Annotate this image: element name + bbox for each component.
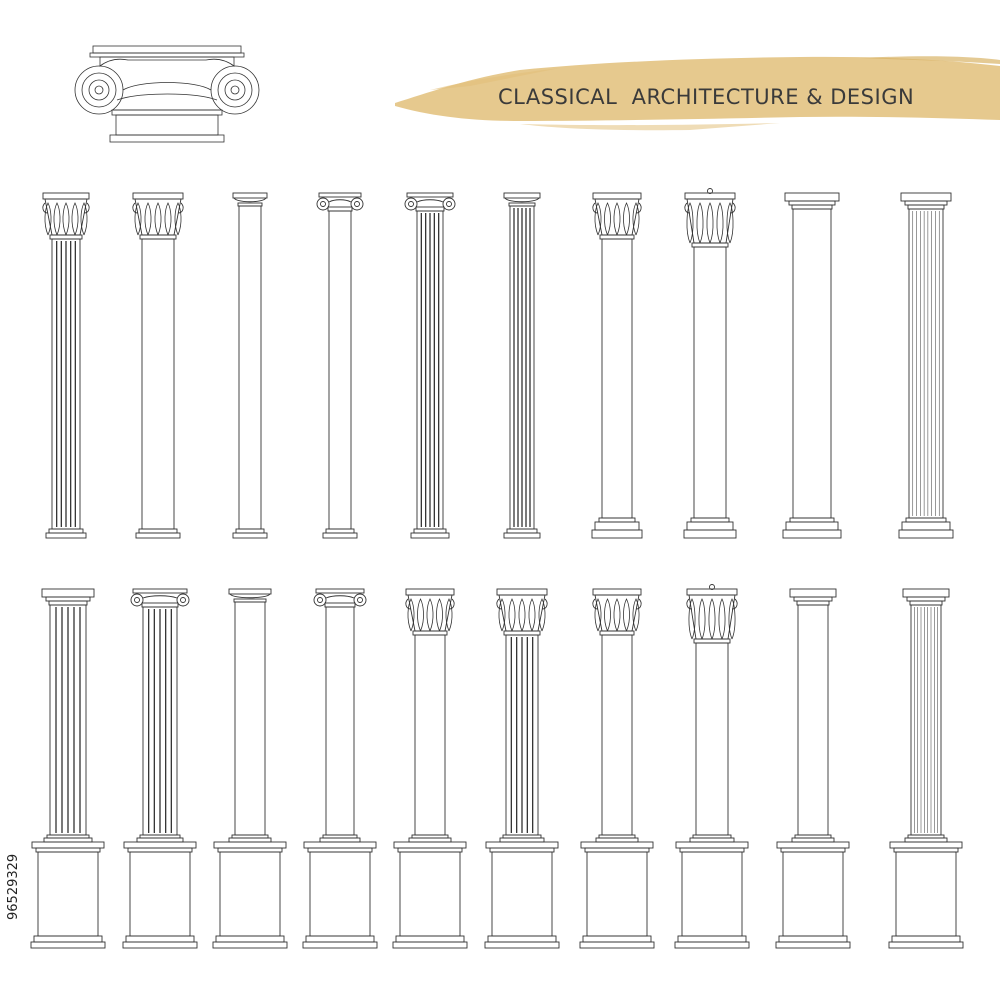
top-row-column-1 bbox=[42, 192, 90, 539]
top-row-column-9 bbox=[782, 192, 842, 539]
banner-brush bbox=[395, 56, 1000, 131]
top-row-column-2 bbox=[132, 192, 184, 539]
top-row-column-3 bbox=[232, 192, 268, 539]
ionic-capital-detail bbox=[74, 45, 260, 143]
bottom-row-column-1 bbox=[30, 588, 106, 949]
bottom-row-column-3 bbox=[212, 588, 288, 949]
top-row-column-5 bbox=[404, 192, 456, 539]
bottom-row-column-6 bbox=[484, 588, 560, 949]
top-row-column-6 bbox=[503, 192, 541, 539]
top-row-column-10 bbox=[898, 192, 954, 539]
top-row-column-4 bbox=[316, 192, 364, 539]
bottom-row-column-8 bbox=[674, 584, 750, 949]
bottom-row-column-10 bbox=[888, 588, 964, 949]
top-row-column-8 bbox=[683, 188, 737, 539]
stock-id: 96529329 bbox=[6, 853, 21, 920]
bottom-row-column-7 bbox=[579, 588, 655, 949]
banner-title: CLASSICAL ARCHITECTURE & DESIGN bbox=[498, 85, 915, 109]
bottom-row-column-9 bbox=[775, 588, 851, 949]
top-row-column-7 bbox=[591, 192, 643, 539]
bottom-row-column-4 bbox=[302, 588, 378, 949]
bottom-row-column-5 bbox=[392, 588, 468, 949]
bottom-row-column-2 bbox=[122, 588, 198, 949]
